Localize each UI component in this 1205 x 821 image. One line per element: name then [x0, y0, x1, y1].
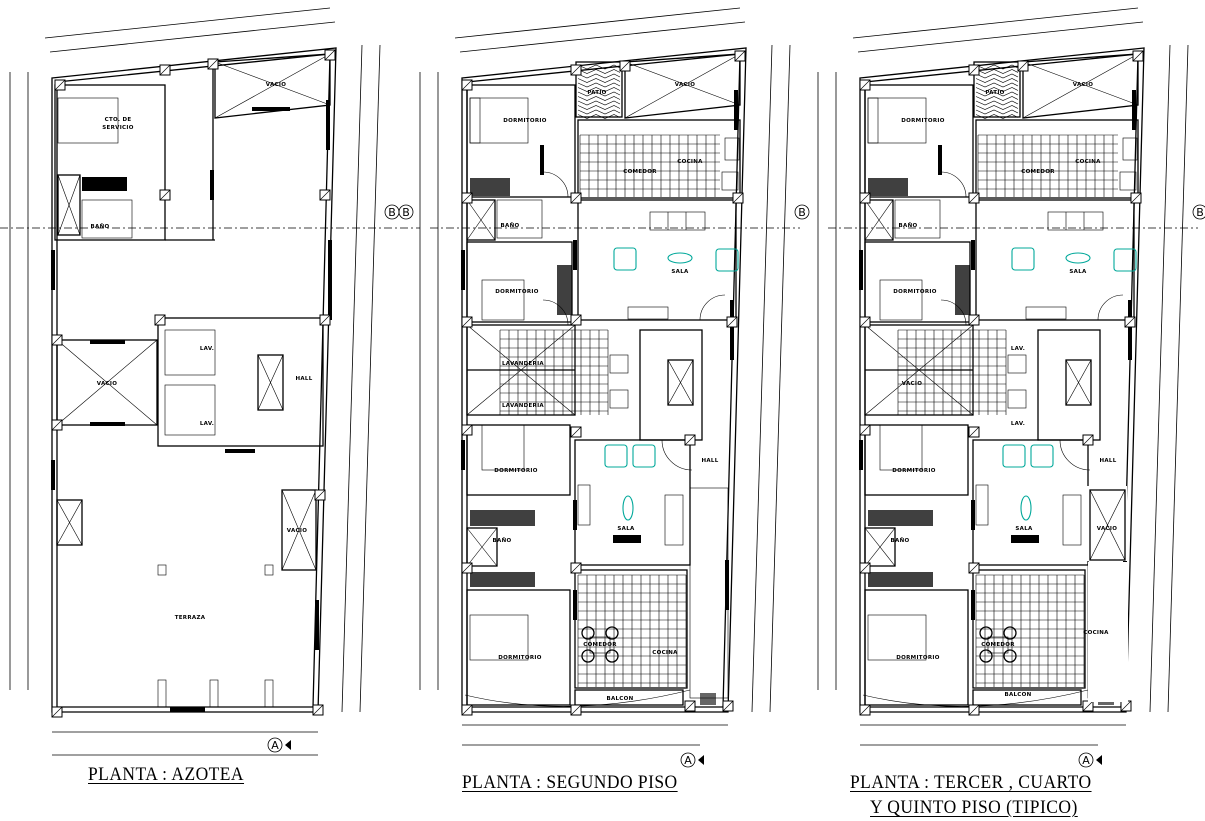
room-label: VACIO [1097, 526, 1117, 532]
patio-hatch [577, 69, 621, 74]
outer-wall [461, 47, 747, 713]
room-label: BAÑO [493, 537, 512, 544]
room-label: BALCON [1004, 692, 1031, 698]
outer-wall [51, 47, 337, 713]
room-label: DORMITORIO [494, 468, 537, 474]
svg-text:A: A [271, 739, 279, 752]
patio-hatch [577, 64, 621, 70]
vacio-area [281, 489, 317, 571]
patio-hatch [577, 82, 621, 88]
room-label: COCINA [677, 159, 703, 165]
room-label: PATIO [985, 90, 1004, 96]
room-label: SALA [671, 269, 689, 275]
axis-marker-a: A [1078, 752, 1102, 768]
plan-title-tipico-line1: PLANTA : TERCER , CUARTO [850, 772, 1092, 793]
room-label: VACIO [1073, 82, 1093, 88]
room-label: DORMITORIO [503, 118, 546, 124]
room-label: PATIO [587, 90, 606, 96]
svg-text:A: A [1082, 754, 1090, 767]
svg-text:B: B [388, 206, 396, 219]
patio-hatch [577, 87, 621, 92]
room-label: HALL [701, 458, 718, 464]
room-label: LAV. [1011, 421, 1025, 427]
axis-marker-b: B [398, 204, 414, 220]
patio-hatch [577, 109, 621, 115]
room-label: VACIO [97, 381, 117, 387]
plan-title-tipico-line2: Y QUINTO PISO (TIPICO) [870, 797, 1078, 818]
room-label: SALA [1069, 269, 1087, 275]
armchair-icon [604, 444, 628, 468]
plan-title-azotea: PLANTA : AZOTEA [88, 764, 245, 785]
patio-hatch [577, 73, 621, 79]
room-label: DORMITORIO [892, 468, 935, 474]
plan-azotea: CTO. DE SERVICIO VACIO BAÑO LAV. LAV. HA… [0, 7, 420, 756]
room-label: BAÑO [891, 537, 910, 544]
axis-marker-a: A [680, 752, 704, 768]
room-label: LAVANDERIA [502, 403, 544, 409]
armchair-icon [613, 247, 637, 271]
stair-core [157, 317, 324, 447]
patio-hatch [577, 105, 621, 110]
svg-text:B: B [402, 206, 410, 219]
plan-segundo-piso [419, 7, 800, 746]
svg-text:A: A [684, 754, 692, 767]
room-label: LAV. [200, 346, 214, 352]
armchair-icon [632, 444, 656, 468]
room-label: SALA [1015, 526, 1033, 532]
coffee-table-icon [667, 252, 693, 264]
room-label: LAV. [200, 421, 214, 427]
patio-hatch [577, 114, 621, 119]
room-label: VACIO [287, 528, 307, 534]
axis-marker-b: B [1192, 204, 1205, 220]
room-label: BAÑO [91, 223, 110, 230]
patio-hatch [577, 100, 621, 106]
svg-text:B: B [798, 206, 806, 219]
room-label: LAV. [1011, 346, 1025, 352]
room-label: COCINA [1083, 630, 1109, 636]
room-label: BALCON [606, 696, 633, 702]
vacio-area [1089, 489, 1126, 561]
room-label: COCINA [652, 650, 678, 656]
dining-table-icon [581, 626, 619, 663]
room-label: VACIO [902, 381, 922, 387]
bed-icon [57, 97, 119, 144]
room-label: SERVICIO [102, 125, 133, 131]
patio-hatch [577, 91, 621, 97]
room-label: DORMITORIO [495, 289, 538, 295]
patio-hatch [577, 78, 621, 83]
room-label: HALL [1099, 458, 1116, 464]
room-label: CTO. DE [105, 117, 132, 123]
room-label: COMEDOR [981, 642, 1015, 648]
plan-segundo-piso-labels: PATIO VACIO DORMITORIO COCINA COMEDOR BA… [493, 82, 810, 768]
room-label: COCINA [1075, 159, 1101, 165]
room-label: BAÑO [501, 222, 520, 229]
svg-text:B: B [1196, 206, 1204, 219]
room-label: DORMITORIO [893, 289, 936, 295]
room-label: BAÑO [899, 222, 918, 229]
room-label: COMEDOR [623, 169, 657, 175]
room-label: COMEDOR [583, 642, 617, 648]
room-label: DORMITORIO [498, 655, 541, 661]
axis-marker-b: B [794, 204, 810, 220]
room-label: DORMITORIO [901, 118, 944, 124]
plan-title-segundo-piso: PLANTA : SEGUNDO PISO [462, 772, 678, 793]
room-label: LAVANDERIA [502, 361, 544, 367]
axis-marker-a: A [267, 737, 291, 753]
room-label: VACIO [675, 82, 695, 88]
room-label: TERRAZA [175, 615, 206, 621]
room-label: HALL [295, 376, 312, 382]
plan-tipico: PATIO VACIO DORMITORIO COCINA COMEDOR BA… [818, 8, 1205, 768]
room-label: VACIO [266, 82, 286, 88]
room-label: SALA [617, 526, 635, 532]
axis-marker-b: B [384, 204, 400, 220]
room-label: DORMITORIO [896, 655, 939, 661]
room-cto-servicio [54, 84, 166, 241]
patio-hatch [577, 96, 621, 101]
armchair-icon [715, 248, 739, 272]
coffee-table-icon [622, 495, 634, 521]
room-label: COMEDOR [1021, 169, 1055, 175]
